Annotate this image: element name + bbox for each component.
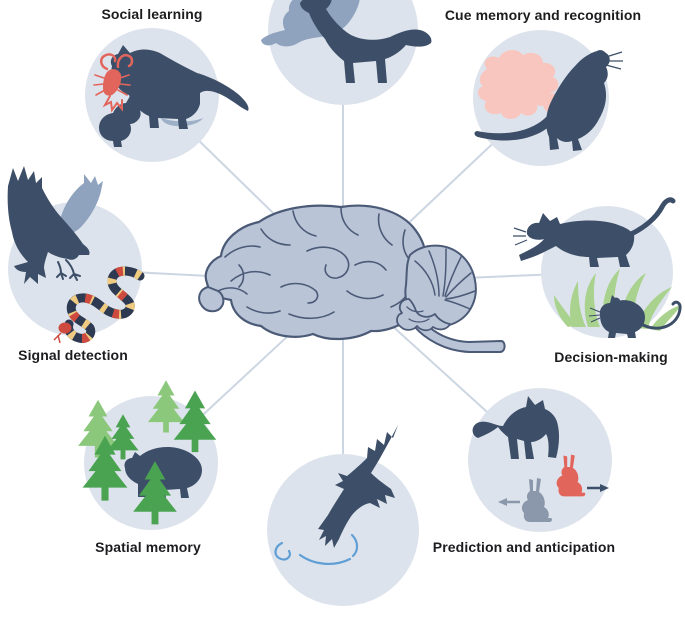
label-cue-memory: Cue memory and recognition: [444, 7, 642, 23]
label-decision-making: Decision-making: [554, 349, 668, 365]
cerebellum-striations: [414, 248, 476, 310]
node-prediction: [445, 365, 635, 555]
eagle-soaring-icon: [318, 425, 398, 548]
cerebellum-lobes: [396, 298, 451, 332]
fox-icon: [472, 396, 560, 459]
gyri-lines: [217, 207, 413, 320]
coral-snake-icon: [53, 266, 145, 344]
label-signal-detection: Signal detection: [18, 347, 128, 363]
node-decision-making: [512, 177, 685, 367]
brain-illustration: [195, 195, 510, 360]
bear-icon: [124, 446, 202, 498]
grass-icon: [554, 269, 682, 331]
brain-icon: [198, 204, 506, 353]
node-spatial-memory: [56, 368, 246, 558]
left-arrow-icon: [498, 498, 520, 506]
rat-rearing-icon: [474, 49, 623, 151]
devil-pup-icon: [99, 96, 141, 147]
label-prediction: Prediction and anticipation: [432, 539, 616, 555]
crayfish-icon: [93, 53, 134, 113]
label-social-learning: Social learning: [101, 6, 203, 22]
node-signal-detection: [0, 166, 170, 364]
node-soaring-eagle: [248, 425, 438, 625]
raven-far-wing: [60, 174, 103, 235]
raven-icon: [7, 166, 90, 284]
label-spatial-memory: Spatial memory: [95, 539, 201, 555]
lobe-lines: [406, 306, 430, 323]
rat-tail: [474, 115, 553, 141]
figure-canvas: { "figure": { "description": "Brain-cent…: [0, 0, 685, 606]
node-social-learning: [57, 0, 249, 190]
mouse-icon: [588, 295, 682, 338]
cerebellum: [404, 244, 477, 328]
stalking-cat-icon: [513, 197, 676, 267]
right-arrow-icon: [587, 484, 609, 492]
node-cue-memory: [446, 3, 636, 193]
wolf-pair-howling-icon: [261, 0, 432, 83]
node-howling-wolves: [248, 0, 438, 125]
tasmanian-devil-icon: [110, 45, 249, 129]
